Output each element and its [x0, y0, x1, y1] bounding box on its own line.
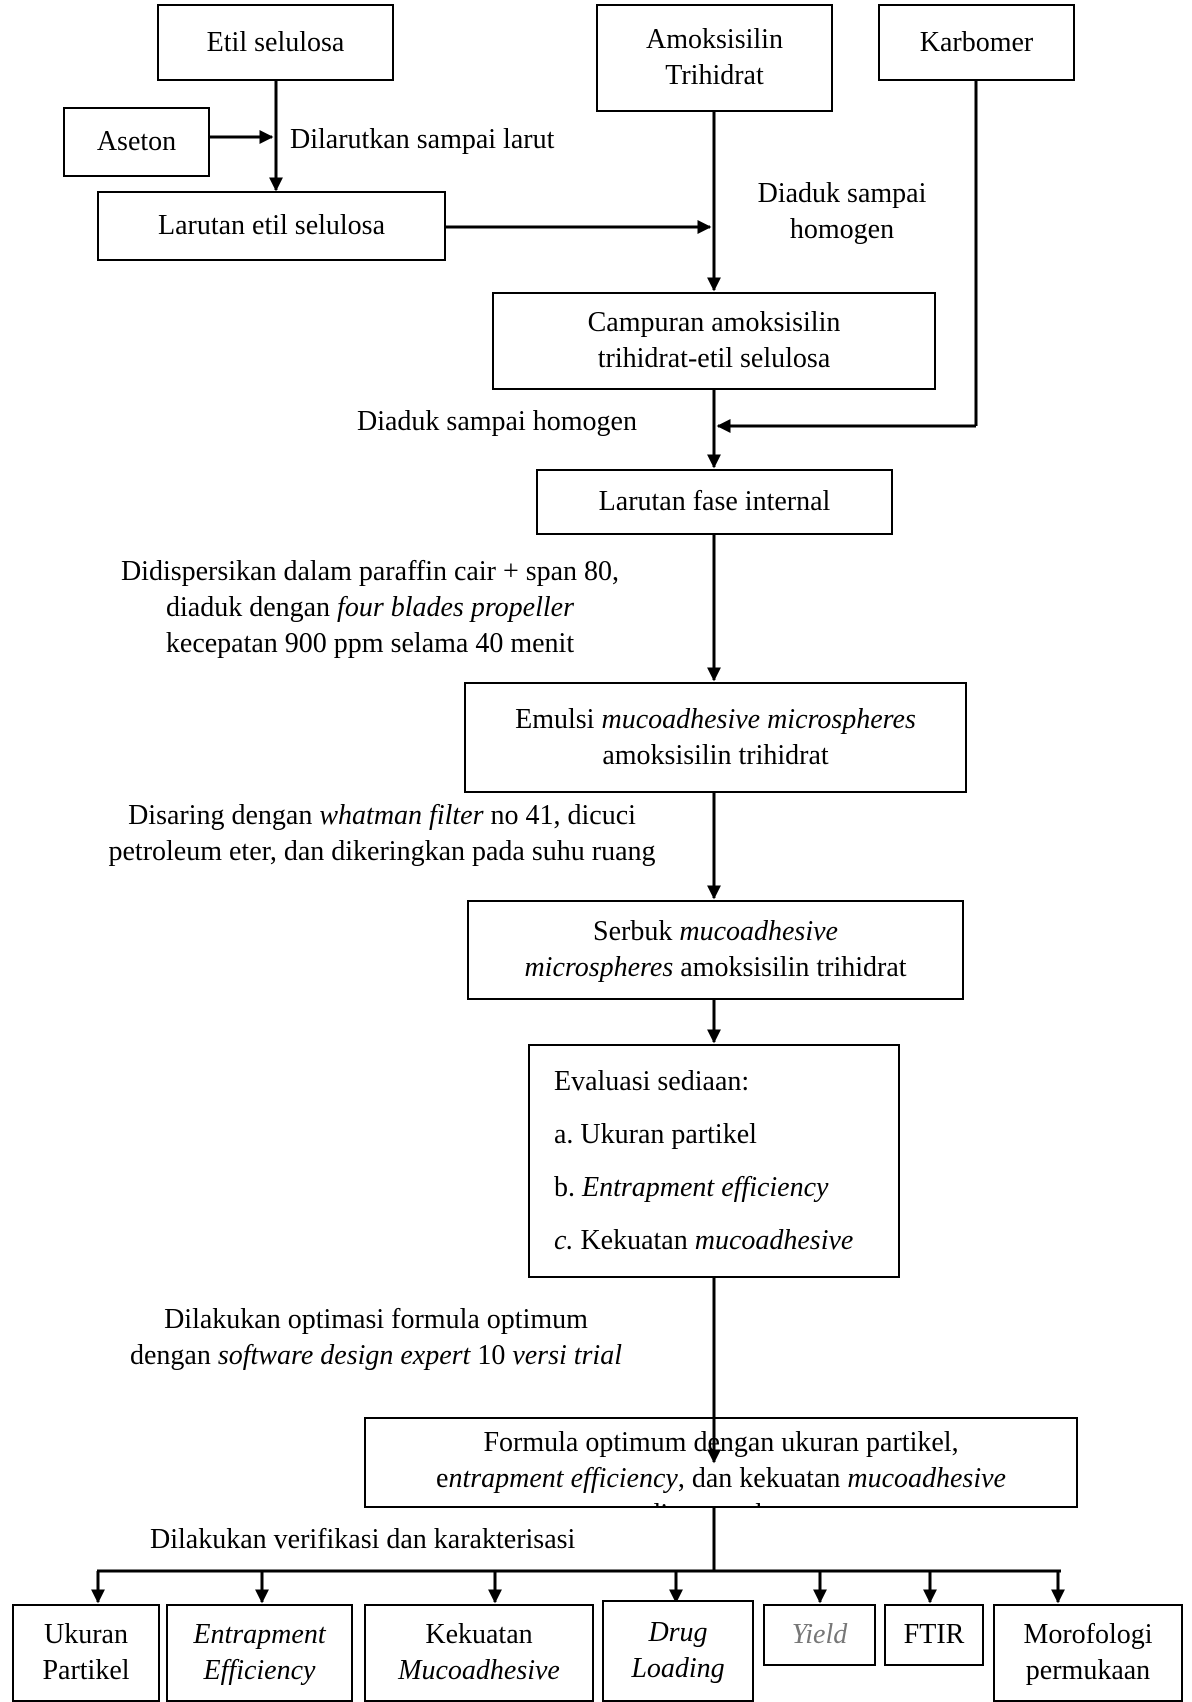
larutan-etil-box: Larutan etil selulosa — [97, 191, 446, 261]
saring-line-2: petroleum eter, dan dikeringkan pada suh… — [108, 836, 656, 867]
ukuran-partikel-box: Ukuran Partikel — [12, 1604, 160, 1702]
ftir-box: FTIR — [884, 1604, 984, 1666]
optimum-line-3-clipped: direncanakan — [366, 1497, 1076, 1506]
optimum-line-1b: Formula optimum dengan ukuran partikel, — [483, 1427, 959, 1458]
campuran-line-2: trihidrat-etil selulosa — [597, 343, 831, 374]
diaduk-line-1: Diaduk sampai — [757, 178, 927, 209]
kekuatan-line-1: Kekuatan — [425, 1619, 533, 1650]
evaluasi-box: Evaluasi sediaan: a. Ukuran partikel b. … — [528, 1044, 900, 1278]
formula-optimum-frame: Formula optimum dengan ukuran partikel, … — [364, 1417, 1078, 1508]
ftir-label: FTIR — [903, 1619, 965, 1650]
optimum-line-2: entrapment efficiency, dan kekuatan muco… — [436, 1463, 1006, 1494]
larutan-etil-label: Larutan etil selulosa — [157, 210, 386, 241]
serbuk-box: Serbuk mucoadhesive microspheres amoksis… — [467, 900, 964, 1000]
verifikasi-label: Dilakukan verifikasi dan karakterisasi — [150, 1524, 576, 1555]
yield-label: Yield — [791, 1619, 848, 1650]
evaluasi-title: Evaluasi sediaan: — [554, 1066, 750, 1097]
optimasi-line-2: dengan software design expert 10 versi t… — [129, 1340, 622, 1371]
drug-loading-box: Drug Loading — [602, 1600, 754, 1702]
serbuk-line-1: Serbuk mucoadhesive — [593, 916, 838, 947]
ukuran-line-1: Ukuran — [44, 1619, 128, 1650]
morfologi-line-1: Morofologi — [1023, 1619, 1153, 1650]
etil-selulosa-label: Etil selulosa — [206, 26, 345, 58]
karbomer-box: Karbomer — [878, 4, 1075, 81]
evaluasi-item-a: a. Ukuran partikel — [554, 1119, 757, 1150]
diaduk-line-2: homogen — [789, 214, 895, 245]
karbomer-label: Karbomer — [919, 26, 1034, 58]
amoksisilin-box: Amoksisilin Trihidrat — [596, 4, 833, 112]
ukuran-line-2: Partikel — [42, 1655, 130, 1686]
dispersi-line-3: kecepatan 900 ppm selama 40 menit — [165, 628, 575, 659]
saring-line-1: Disaring dengan whatman filter no 41, di… — [128, 800, 636, 831]
campuran-box: Campuran amoksisilin trihidrat-etil selu… — [492, 292, 936, 390]
optimasi-label: Dilakukan optimasi formula optimum denga… — [86, 1302, 666, 1374]
entrapment-efficiency-box: Entrapment Efficiency — [166, 1604, 353, 1702]
kekuatan-line-2: Mucoadhesive — [398, 1655, 560, 1686]
emulsi-box: Emulsi mucoadhesive microspheres amoksis… — [464, 682, 967, 793]
drug-line-2: Loading — [631, 1653, 725, 1684]
entrapment-line-2: Efficiency — [203, 1655, 316, 1686]
fase-internal-label: Larutan fase internal — [598, 486, 831, 517]
campuran-line-1: Campuran amoksisilin — [587, 307, 841, 338]
dilarutkan-label: Dilarutkan sampai larut — [290, 124, 555, 155]
emulsi-line-1: Emulsi mucoadhesive microspheres — [515, 703, 916, 735]
morfologi-line-2: permukaan — [1025, 1655, 1151, 1686]
diaduk-sampai-homogen-label-2: Diaduk sampai homogen — [357, 406, 637, 437]
optimasi-line-1: Dilakukan optimasi formula optimum — [164, 1304, 588, 1335]
yield-box: Yield — [763, 1604, 876, 1666]
amoksisilin-label: Amoksisilin — [646, 24, 783, 55]
morfologi-box: Morofologi permukaan — [993, 1604, 1183, 1702]
kekuatan-mucoadhesive-box: Kekuatan Mucoadhesive — [364, 1604, 594, 1702]
serbuk-line-2: microspheres amoksisilin trihidrat — [524, 952, 907, 983]
dispersi-line-2: diaduk dengan four blades propeller — [165, 592, 574, 623]
saring-label: Disaring dengan whatman filter no 41, di… — [62, 798, 702, 870]
aseton-box: Aseton — [63, 107, 210, 177]
diaduk-sampai-homogen-label-1: Diaduk sampai homogen — [737, 176, 947, 248]
aseton-label: Aseton — [96, 126, 177, 157]
etil-selulosa-box: Etil selulosa — [157, 4, 394, 81]
dispersi-line-1: Didispersikan dalam paraffin cair + span… — [120, 556, 620, 587]
drug-line-1: Drug — [648, 1617, 708, 1648]
emulsi-line-2: amoksisilin trihidrat — [602, 739, 829, 771]
trihidrat-label: Trihidrat — [665, 60, 764, 91]
evaluasi-item-b: b. Entrapment efficiency — [554, 1172, 829, 1203]
entrapment-line-1: Entrapment — [193, 1619, 326, 1650]
evaluasi-item-c: c. Kekuatan mucoadhesive — [554, 1225, 854, 1256]
dispersi-label: Didispersikan dalam paraffin cair + span… — [80, 554, 660, 662]
fase-internal-box: Larutan fase internal — [536, 469, 893, 535]
